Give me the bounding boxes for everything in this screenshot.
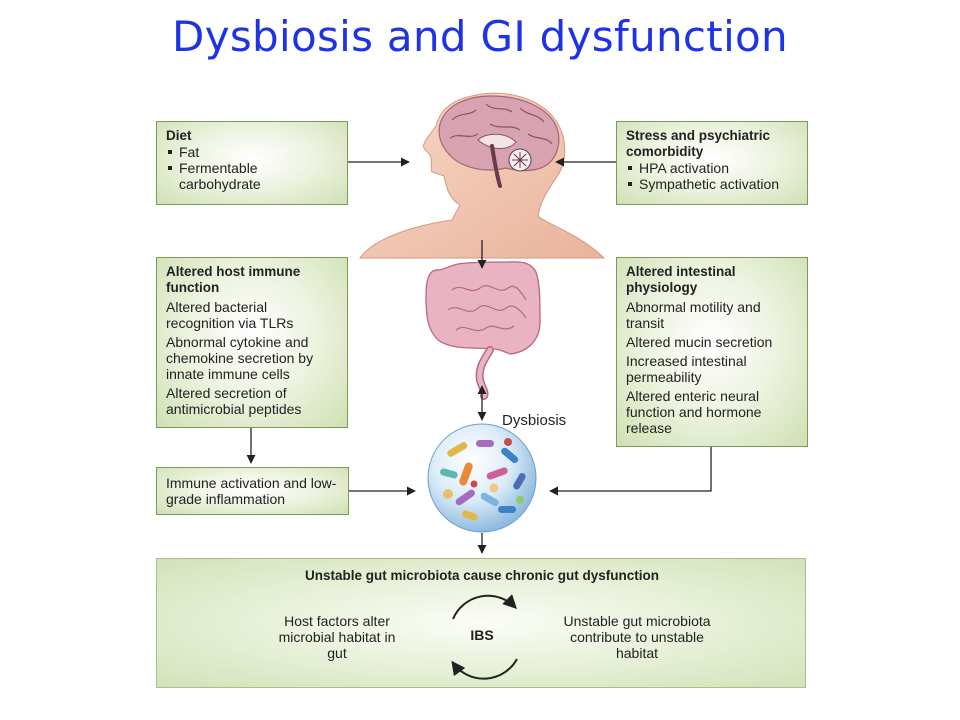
intestinal-paragraph: Altered enteric neural function and horm… (626, 388, 762, 436)
cycle-heading: Unstable gut microbiota cause chronic gu… (304, 568, 660, 583)
immune-paragraph: Abnormal cytokine and chemokine secretio… (166, 334, 314, 382)
immune-paragraph: Altered bacterial recognition via TLRs (166, 299, 294, 331)
intestinal-paragraph: Increased intestinal permeability (626, 353, 747, 385)
diet-heading: Diet (166, 128, 192, 143)
slide-title: Dysbiosis and GI dysfunction (172, 12, 788, 61)
dysbiosis-label: Dysbiosis (502, 412, 567, 429)
diet-item: Fat (166, 144, 338, 160)
microbiota-sphere (427, 423, 537, 533)
stress-item: HPA activation (626, 160, 798, 176)
cycle-arrow-top (452, 594, 517, 620)
cycle-center-label: IBS (470, 627, 494, 643)
intestinal-physiology-box: Altered intestinal physiology Abnormal m… (616, 257, 808, 447)
inflammation-text: Immune activation and low-grade inflamma… (166, 475, 337, 507)
intestine-illustration (425, 261, 541, 400)
cycle-arrow-bottom (451, 658, 518, 680)
immune-paragraph: Altered secretion of antimicrobial pepti… (166, 385, 302, 417)
intestinal-paragraph: Altered mucin secretion (626, 334, 773, 350)
intestinal-heading: Altered intestinal physiology (626, 264, 736, 295)
immune-heading: Altered host immune function (166, 264, 301, 295)
immune-function-box: Altered host immune function Altered bac… (156, 257, 348, 428)
cycle-arrows (451, 594, 518, 680)
cycle-left-text: Host factors alter microbial habitat in … (278, 613, 396, 661)
diet-box: Diet Fat Fermentable carbohydrate (156, 121, 348, 205)
stress-heading: Stress and psychiatric comorbidity (626, 128, 771, 159)
cycle-right-text: Unstable gut microbiota contribute to un… (563, 613, 711, 661)
diet-item: Fermentable carbohydrate (166, 160, 289, 192)
stress-item: Sympathetic activation (626, 176, 798, 192)
brain-illustration (438, 95, 560, 188)
arrow-physiology-to-dysbiosis (549, 447, 712, 496)
inflammation-box: Immune activation and low-grade inflamma… (156, 467, 349, 515)
stress-box: Stress and psychiatric comorbidity HPA a… (616, 121, 808, 205)
intestinal-paragraph: Abnormal motility and transit (626, 299, 761, 331)
ibs-cycle-panel: Unstable gut microbiota cause chronic gu… (156, 558, 806, 688)
connector-arrows (246, 157, 712, 554)
